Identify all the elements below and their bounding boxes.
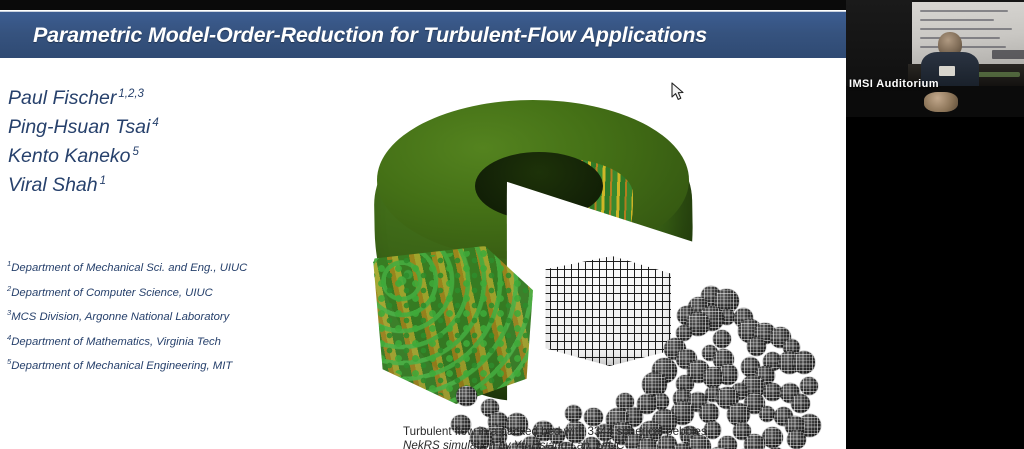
slide-title-band: Parametric Model-Order-Reduction for Tur… — [0, 11, 846, 58]
pebble-sphere — [800, 376, 819, 395]
pebble-sphere — [762, 426, 784, 448]
author-name: Paul Fischer — [8, 87, 117, 109]
pebble-sphere — [564, 404, 583, 423]
pebble-sphere — [451, 414, 471, 434]
pebble-sphere — [548, 427, 566, 445]
pebble-sphere — [791, 394, 811, 414]
pebble-sphere — [767, 446, 784, 449]
pebble-sphere — [469, 426, 493, 449]
pebble-sphere — [456, 385, 477, 407]
pebble-sphere — [616, 393, 634, 412]
pebble-sphere — [637, 438, 658, 449]
pebble-sphere — [676, 325, 693, 342]
pebble-sphere — [708, 447, 730, 449]
pebble-sphere — [489, 442, 510, 449]
pebble-sphere — [639, 420, 663, 444]
webcam-speaker-name-badge — [939, 66, 955, 76]
pebble-sphere — [671, 442, 692, 449]
affiliation-mark: 3 — [7, 308, 12, 318]
webcam-speaker-hands — [924, 92, 958, 112]
pebble-sphere — [676, 374, 695, 393]
pebble-sphere — [702, 367, 724, 388]
pebble-sphere — [758, 405, 775, 422]
affiliation-list: 1Department of Mechanical Sci. and Eng.,… — [7, 256, 367, 379]
affiliation-mark: 2 — [7, 283, 12, 293]
affiliation-entry: 5Department of Mechanical Engineering, M… — [7, 354, 367, 379]
webcam-projected-logo — [992, 50, 1024, 59]
pebble-sphere — [733, 421, 752, 440]
pebble-sphere — [792, 351, 816, 375]
pebble-sphere — [564, 421, 587, 443]
pebble-sphere — [712, 330, 731, 349]
pebble-sphere — [582, 437, 602, 449]
affiliation-mark: 1 — [7, 259, 12, 269]
pebble-sphere — [686, 434, 712, 449]
webcam-projected-text-line — [920, 10, 1008, 12]
webcam-projected-text-line — [920, 46, 1006, 48]
presentation-slide-pane[interactable]: Parametric Model-Order-Reduction for Tur… — [0, 0, 846, 449]
affiliation-text: Department of Mechanical Sci. and Eng., … — [11, 262, 248, 274]
affiliation-text: Department of Mechanical Engineering, MI… — [11, 360, 233, 372]
author-affiliation-marks: 5 — [132, 145, 139, 158]
pebble-sphere — [727, 402, 751, 426]
webcam-room-label: IMSI Auditorium — [849, 78, 939, 90]
pebble-sphere — [596, 423, 615, 442]
pebble-sphere — [763, 383, 782, 402]
webcam-projected-text-line — [920, 28, 1012, 30]
webcam-projected-text-line — [920, 19, 994, 21]
affiliation-mark: 5 — [7, 357, 12, 367]
webcam-table-indicator-lights — [976, 72, 1020, 77]
pebble-sphere — [540, 445, 558, 449]
spherical-pebble-bed — [383, 285, 822, 449]
affiliation-entry: 1Department of Mechanical Sci. and Eng.,… — [7, 256, 367, 281]
pebble-sphere — [797, 413, 822, 437]
empty-black-region — [846, 117, 1024, 449]
author-name: Ping-Hsuan Tsai — [8, 116, 151, 138]
pebble-sphere — [652, 393, 670, 410]
pebble-sphere — [584, 407, 603, 427]
affiliation-entry: 3MCS Division, Argonne National Laborato… — [7, 305, 367, 330]
packed-bed-figure — [355, 96, 825, 449]
affiliation-mark: 4 — [7, 332, 12, 342]
author-affiliation-marks: 1 — [99, 174, 107, 187]
pebble-sphere — [703, 421, 721, 439]
pebble-sphere — [657, 435, 678, 449]
inner-wireframe-mesh-cylinder — [545, 256, 671, 366]
figure-caption-line-1: Turbulent flow in a packed bed with 3344… — [403, 425, 710, 438]
pebble-sphere — [641, 372, 667, 398]
pebble-sphere — [743, 433, 765, 449]
slide-top-black-strip — [0, 0, 846, 10]
affiliation-text: Department of Computer Science, UIUC — [11, 286, 213, 299]
figure-caption-line-2: NekRS simulation by Yu-Hsiang Lan, UIUC — [403, 439, 625, 449]
figure-caption: Turbulent flow in a packed bed with 3344… — [403, 425, 823, 449]
affiliation-text: MCS Division, Argonne National Laborator… — [11, 311, 230, 323]
pebble-sphere — [699, 403, 720, 424]
pebble-sphere — [636, 394, 657, 415]
pebble-sphere — [786, 430, 807, 449]
speaker-webcam-tile[interactable]: IMSI Auditorium — [846, 0, 1024, 117]
author-name: Viral Shah — [8, 174, 98, 196]
author-affiliation-marks: 4 — [152, 116, 159, 129]
affiliation-entry: 4Department of Mathematics, Virginia Tec… — [7, 330, 367, 355]
pebble-sphere — [596, 441, 620, 449]
pebble-sphere — [506, 413, 529, 436]
pebble-sphere — [508, 441, 529, 449]
affiliation-entry: 2Department of Computer Science, UIUC — [7, 281, 367, 306]
page-title: Parametric Model-Order-Reduction for Tur… — [33, 22, 708, 47]
author-name: Kento Kaneko — [8, 145, 131, 167]
affiliation-text: Department of Mathematics, Virginia Tech — [11, 335, 221, 348]
pebble-sphere — [747, 336, 767, 356]
pebble-sphere — [554, 441, 579, 449]
pebble-sphere — [717, 435, 737, 449]
author-affiliation-marks: 1,2,3 — [118, 87, 144, 100]
